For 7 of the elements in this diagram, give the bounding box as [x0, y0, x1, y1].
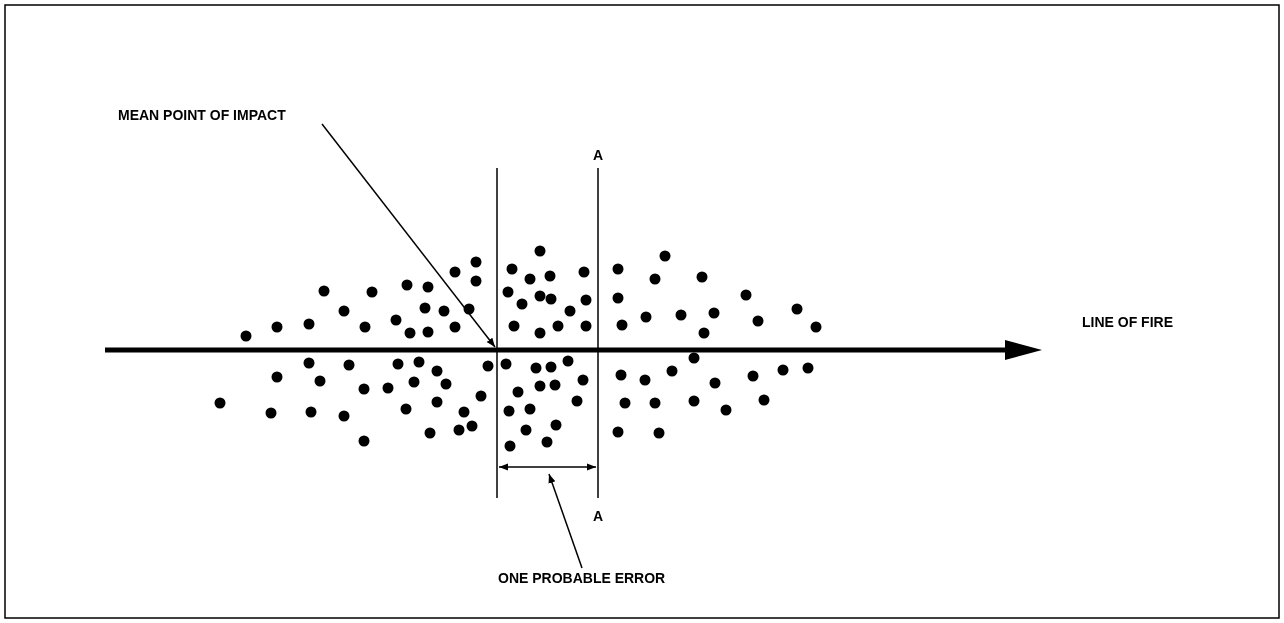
axis-label: LINE OF FIRE	[1082, 314, 1173, 330]
callout-text: ONE PROBABLE ERROR	[498, 570, 666, 586]
leader-line	[548, 473, 583, 569]
callout-text: MEAN POINT OF IMPACT	[118, 107, 286, 123]
leader-line	[321, 123, 496, 348]
section-label: A	[593, 147, 604, 163]
section-label: A	[593, 508, 604, 524]
